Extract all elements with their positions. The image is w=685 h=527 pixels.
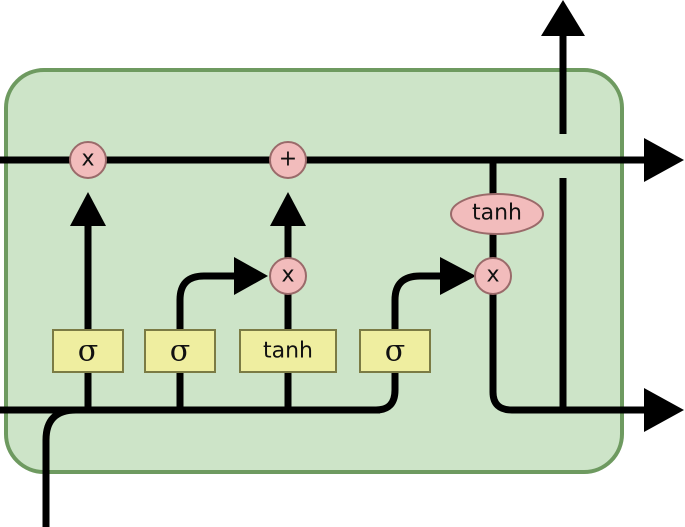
hidden-output-path [489,292,648,414]
op-add-label: + [279,147,297,172]
layer-output-label: σ [385,334,405,369]
layer-candidate-label: tanh [263,339,313,364]
op-forget-multiply-label: x [81,147,94,172]
op-input-multiply: x [269,257,307,295]
op-output-multiply-label: x [486,263,499,288]
op-input-multiply-label: x [281,263,294,288]
output-gate-line [375,272,448,414]
op-tanh: tanh [450,193,544,235]
output-up-arrowhead [541,0,585,36]
op-output-multiply: x [474,257,512,295]
layer-input-gate: σ [144,329,216,373]
op-tanh-label: tanh [472,201,522,226]
layer-input-label: σ [170,334,190,369]
input-gate-arrowhead [234,257,268,295]
layer-forget-gate: σ [52,329,124,373]
op-add: + [269,141,307,179]
layer-output-gate: σ [359,329,431,373]
output-gate-arrowhead [440,257,476,295]
layer-candidate: tanh [239,329,337,373]
candidate-to-plus-arrowhead [270,192,306,226]
layer-forget-label: σ [78,334,98,369]
forget-gate-arrowhead [70,192,106,226]
op-forget-multiply: x [69,141,107,179]
cell-state-arrowhead [644,138,684,182]
input-x-line [42,406,77,527]
input-gate-line [176,272,240,410]
hidden-output-arrowhead [644,388,684,432]
